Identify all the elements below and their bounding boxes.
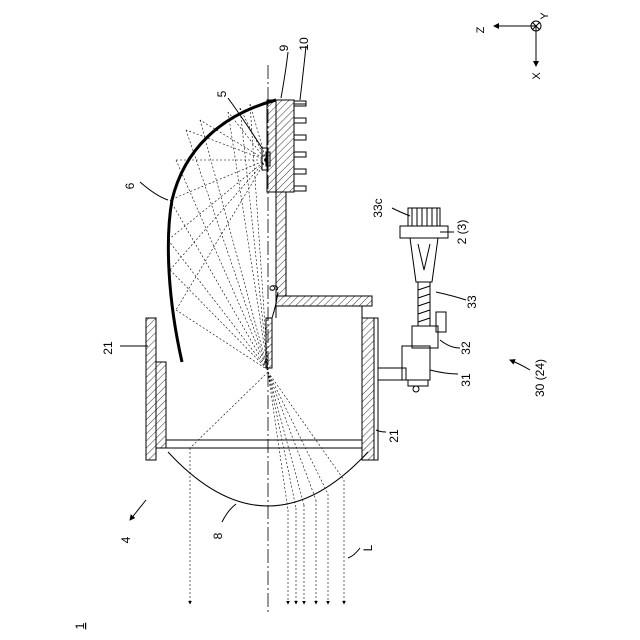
reflected-rays xyxy=(168,104,268,370)
label-32: 32 xyxy=(459,341,473,355)
label-L: L xyxy=(361,544,375,551)
axis-x-label: X xyxy=(531,72,543,80)
holder-right-edge xyxy=(374,318,378,460)
label-1: 1 xyxy=(73,622,87,629)
label-8: 8 xyxy=(211,532,225,539)
label-4: 4 xyxy=(119,536,133,543)
label-10: 10 xyxy=(297,37,311,51)
label-33: 33 xyxy=(465,295,479,309)
heat-sink xyxy=(276,100,306,192)
label-2-3: 2 (3) xyxy=(455,220,469,245)
label-31: 31 xyxy=(459,373,473,387)
holder-left xyxy=(146,318,156,460)
substrate-top xyxy=(267,100,276,192)
source-rays xyxy=(168,104,266,310)
label-9-mid: 9 xyxy=(267,284,281,291)
axis-z-label: Z xyxy=(475,26,487,33)
actuator-assembly xyxy=(378,208,448,392)
axis-y-label: Y xyxy=(539,12,551,20)
coordinate-system xyxy=(494,21,541,66)
support-column xyxy=(276,192,286,296)
label-9-top: 9 xyxy=(277,44,291,51)
holder-right xyxy=(362,318,374,460)
label-5: 5 xyxy=(215,90,229,97)
exit-rays xyxy=(190,448,344,604)
label-21-left: 21 xyxy=(101,341,115,355)
label-21-right: 21 xyxy=(387,429,401,443)
label-6: 6 xyxy=(123,182,137,189)
label-30-24: 30 (24) xyxy=(533,359,547,397)
label-33c: 33c xyxy=(371,198,385,217)
bracket xyxy=(276,296,372,306)
holder-left-inner xyxy=(156,362,166,448)
